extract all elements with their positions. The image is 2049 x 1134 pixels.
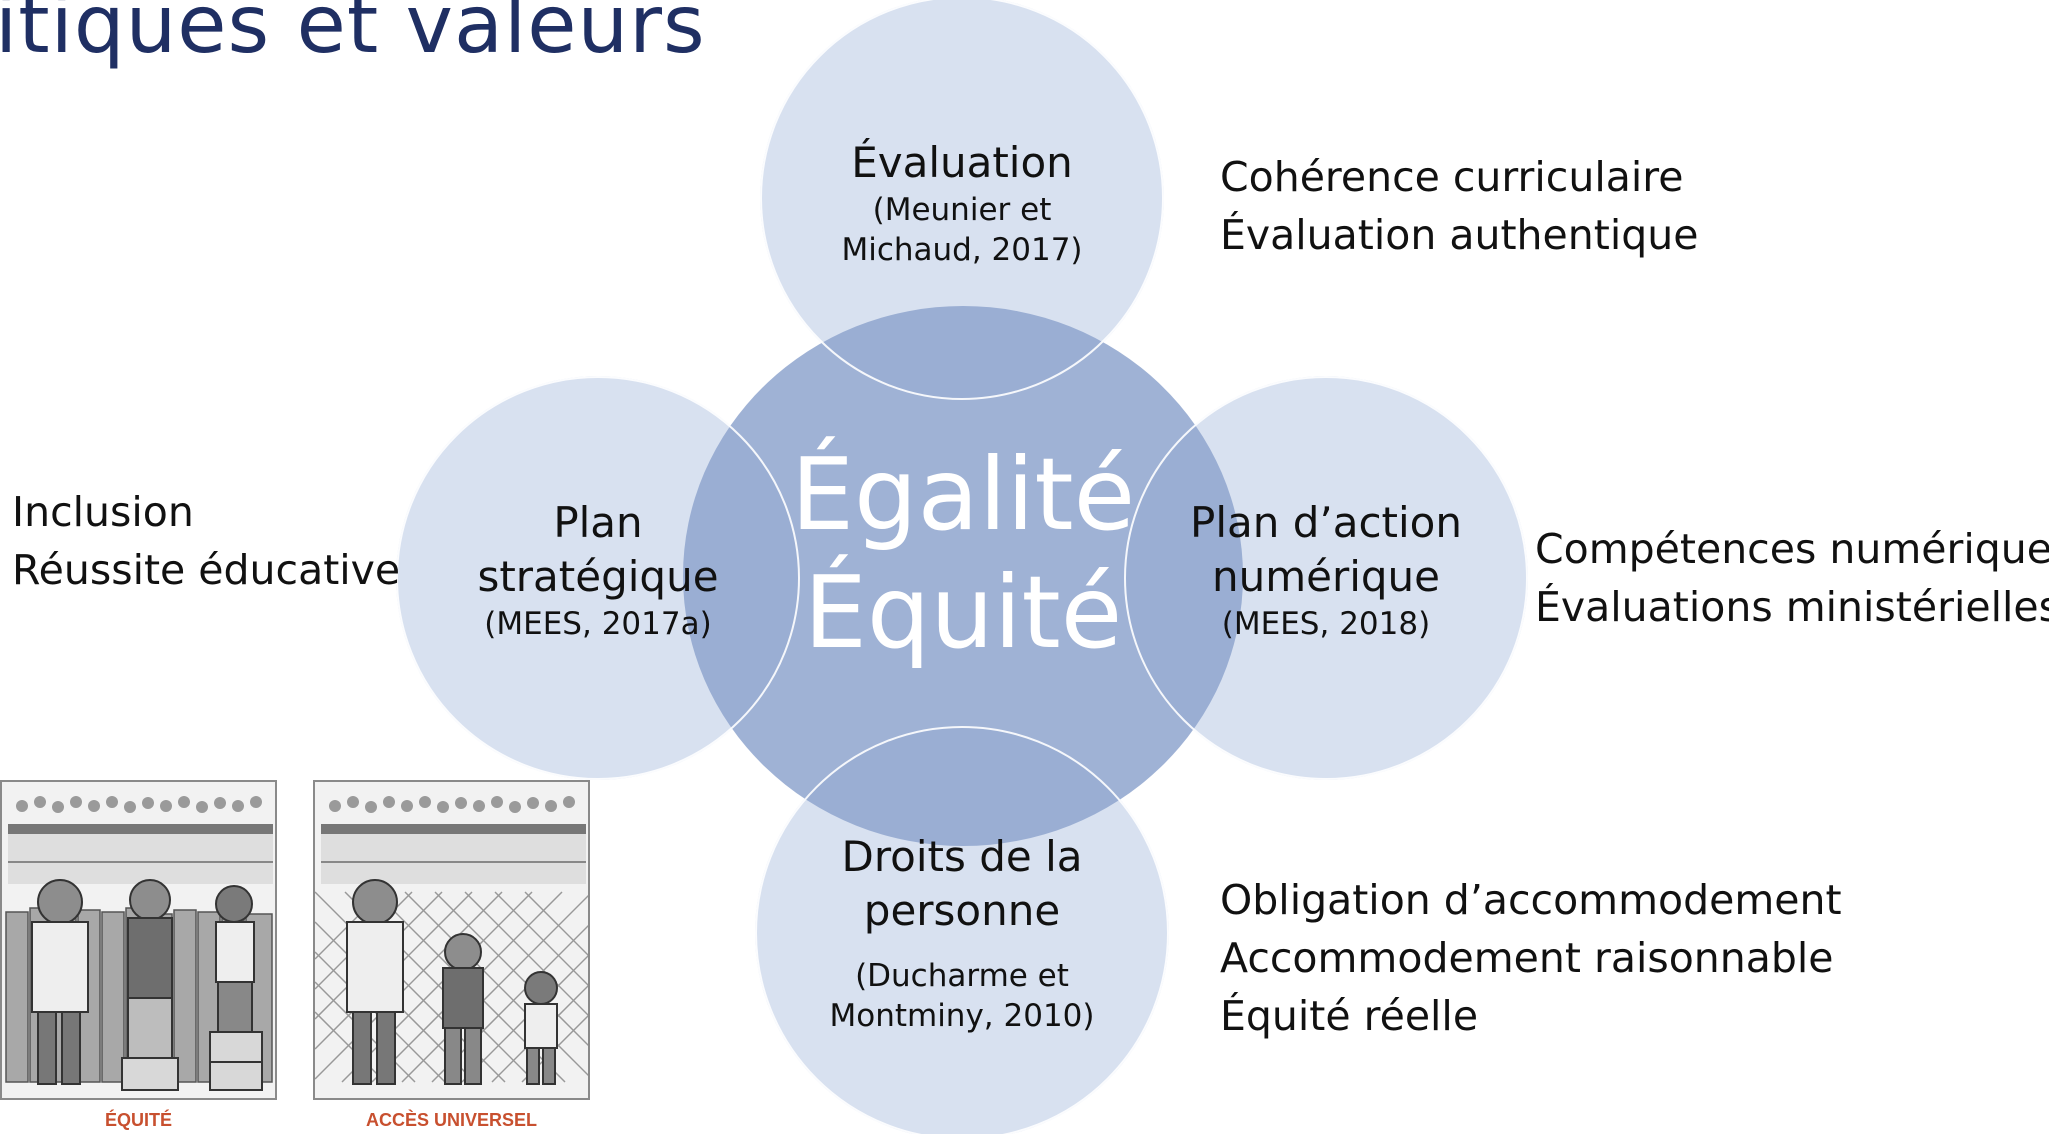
side-text-right-line1: Compétences numériques [1535, 525, 2049, 573]
side-text-top-right-line2: Évaluation authentique [1220, 211, 1699, 259]
evaluation-label: Évaluation (Meunier et Michaud, 2017) [760, 136, 1164, 270]
plan-action-citation: (MEES, 2018) [1221, 606, 1431, 642]
side-text-bottom-right: Obligation d’accommodement Accommodement… [1220, 871, 1842, 1045]
side-text-right: Compétences numériques Évaluations minis… [1535, 520, 2049, 636]
acces-universel-drawing [315, 782, 588, 1098]
center-label: Égalité Équité [763, 436, 1163, 672]
droits-personne-label: Droits de la personne (Ducharme et Montm… [755, 830, 1169, 1036]
side-text-bottom-right-line1: Obligation d’accommodement [1220, 876, 1842, 924]
plan-strategique-citation: (MEES, 2017a) [484, 606, 712, 642]
droits-personne-title-line2: personne [863, 886, 1061, 935]
evaluation-citation-line1: (Meunier et [872, 192, 1052, 228]
caption-equite: ÉQUITÉ [104, 1110, 172, 1130]
equite-drawing [2, 782, 275, 1098]
illustration-equite [0, 780, 277, 1100]
evaluation-title: Évaluation [851, 138, 1073, 187]
plan-action-title-line2: numérique [1211, 552, 1441, 601]
side-text-right-line2: Évaluations ministérielles [1535, 583, 2049, 631]
evaluation-citation-line2: Michaud, 2017) [841, 232, 1083, 268]
side-text-left: Inclusion Réussite éducative [12, 483, 400, 599]
droits-personne-title-line1: Droits de la [841, 832, 1083, 881]
side-text-top-right: Cohérence curriculaire Évaluation authen… [1220, 148, 1698, 264]
center-label-egalite: Égalité [790, 436, 1136, 553]
droits-personne-citation-line1: (Ducharme et [855, 958, 1069, 994]
circle-egalite-equite [683, 306, 1243, 846]
caption-acces-universel: ACCÈS UNIVERSEL [365, 1110, 538, 1130]
droits-personne-citation-line2: Montminy, 2010) [829, 998, 1095, 1034]
plan-action-title-line1: Plan d’action [1190, 498, 1462, 547]
side-text-top-right-line1: Cohérence curriculaire [1220, 153, 1684, 201]
side-text-bottom-right-line2: Accommodement raisonnable [1220, 934, 1834, 982]
side-text-left-line2: Réussite éducative [12, 546, 401, 594]
plan-strategique-title-line2: stratégique [477, 552, 719, 601]
center-label-equite: Équité [803, 554, 1123, 671]
plan-strategique-label: Plan stratégique (MEES, 2017a) [396, 496, 800, 644]
side-text-bottom-right-line3: Équité réelle [1220, 992, 1479, 1040]
plan-action-label: Plan d’action numérique (MEES, 2018) [1124, 496, 1528, 644]
illustration-acces-universel [313, 780, 590, 1100]
plan-strategique-title-line1: Plan [553, 498, 643, 547]
side-text-left-line1: Inclusion [12, 488, 194, 536]
slide-title: itiques et valeurs [0, 0, 706, 71]
